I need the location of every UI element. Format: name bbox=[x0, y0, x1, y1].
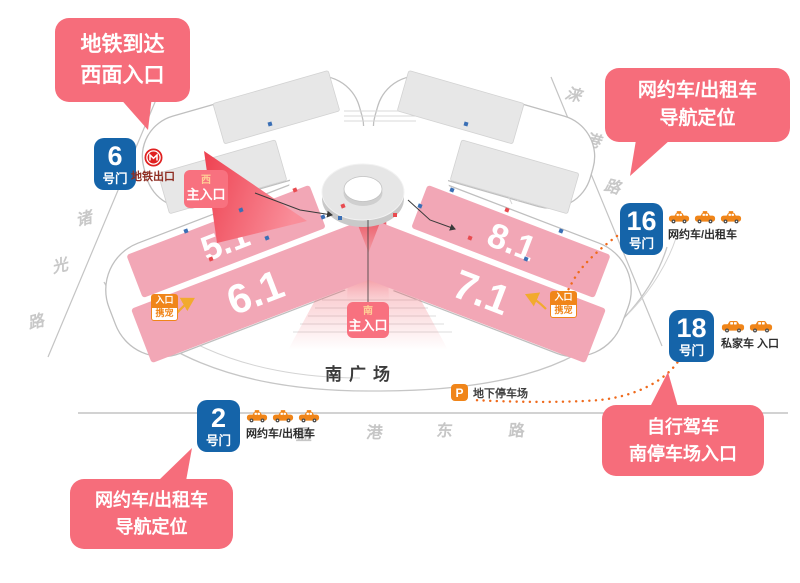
entrance-direction: 南 bbox=[363, 306, 373, 318]
callout-tail bbox=[158, 448, 192, 481]
callout-line: 网约车/出租车 bbox=[94, 490, 208, 510]
gate-2-badge: 2 号门 bbox=[197, 400, 240, 452]
central-ring bbox=[321, 163, 405, 227]
door-markers bbox=[183, 121, 564, 262]
road-label-char: 路 bbox=[602, 176, 624, 198]
gate-number: 16 bbox=[626, 205, 657, 236]
taxi-icon bbox=[694, 211, 716, 224]
road-label-char: 光 bbox=[49, 255, 72, 277]
entrance-label: 主入口 bbox=[348, 318, 388, 334]
metro-exit-label: 地铁出口 bbox=[131, 171, 175, 183]
callout-line: 网约车/出租车 bbox=[637, 79, 758, 101]
north-halls-east bbox=[397, 70, 579, 214]
taxi-icons bbox=[246, 410, 320, 423]
hall-7-1 bbox=[360, 223, 606, 363]
pet-entrance-sign-right: 入口 携宠 bbox=[550, 291, 577, 318]
pet-entrance-line1: 入口 bbox=[550, 291, 577, 304]
car-icons bbox=[721, 320, 779, 333]
private-car-icon bbox=[749, 320, 773, 333]
callout-rideshare-nav-top: 网约车/出租车 导航定位 bbox=[605, 68, 790, 142]
gate-2-note: 网约车/出租车 bbox=[246, 428, 316, 440]
taxi-icon bbox=[720, 211, 742, 224]
parking-label: 地下停车场 bbox=[473, 387, 528, 400]
taxi-icon bbox=[272, 410, 294, 423]
taxi-icon bbox=[668, 211, 690, 224]
taxi-icons bbox=[668, 211, 742, 224]
taxi-icon bbox=[246, 410, 268, 423]
gate-6-badge: 6 号门 bbox=[94, 138, 136, 190]
road-label-char: 涞 bbox=[563, 84, 585, 106]
gate-16-badge: 16 号门 bbox=[620, 203, 663, 255]
underground-parking: P 地下停车场 bbox=[451, 384, 528, 401]
metro-exit: 地铁出口 bbox=[131, 148, 175, 184]
callout-line: 导航定位 bbox=[659, 108, 736, 129]
guide-arrows bbox=[254, 192, 456, 302]
callout-tail bbox=[630, 140, 670, 176]
callout-line: 导航定位 bbox=[115, 517, 188, 537]
pet-entrance-line1: 入口 bbox=[151, 294, 178, 307]
private-car-icon bbox=[721, 320, 745, 333]
callout-line: 自行驾车 bbox=[647, 416, 719, 437]
gate-suffix: 号门 bbox=[678, 343, 704, 358]
callout-line: 南停车场入口 bbox=[629, 443, 737, 464]
west-entrance-triangle bbox=[204, 151, 307, 243]
callout-line: 西面入口 bbox=[80, 64, 165, 87]
road-label-char: 盈 bbox=[294, 426, 313, 444]
gate-16-vehicles: 网约车/出租车 bbox=[668, 211, 742, 242]
entrance-label: 主入口 bbox=[186, 187, 226, 203]
road-label-char: 路 bbox=[26, 311, 48, 333]
callout-rideshare-nav-bottom: 网约车/出租车 导航定位 bbox=[70, 479, 233, 549]
entrance-direction: 西 bbox=[201, 175, 211, 187]
taxi-icon bbox=[298, 410, 320, 423]
south-plaza-label: 南广场 bbox=[325, 365, 397, 384]
road-label-char: 路 bbox=[508, 421, 527, 440]
gate-number: 6 bbox=[107, 140, 123, 171]
callout-self-drive-parking: 自行驾车 南停车场入口 bbox=[602, 405, 764, 476]
gate-18-vehicles: 私家车 入口 bbox=[721, 320, 779, 351]
gate-suffix: 号门 bbox=[102, 171, 128, 186]
hall-8-1 bbox=[412, 185, 610, 298]
gate-16-note: 网约车/出租车 bbox=[668, 229, 738, 241]
callout-metro-west-entrance: 地铁到达 西面入口 bbox=[55, 18, 190, 102]
pet-entrance-sign-left: 入口 携宠 bbox=[151, 294, 178, 321]
road-label-char: 诸 bbox=[74, 208, 97, 230]
pet-entrance-line2: 携宠 bbox=[550, 303, 577, 318]
road-label-char: 东 bbox=[436, 421, 454, 440]
parking-p-icon: P bbox=[451, 384, 468, 401]
west-main-entrance-label: 西 主入口 bbox=[184, 170, 228, 208]
gate-suffix: 号门 bbox=[628, 236, 654, 251]
metro-logo-icon bbox=[144, 148, 162, 167]
gate-2-vehicles: 网约车/出租车 bbox=[246, 410, 320, 441]
callout-tail bbox=[118, 96, 152, 130]
pet-entrance-line2: 携宠 bbox=[151, 306, 178, 321]
callout-tail bbox=[650, 372, 678, 407]
gate-number: 2 bbox=[210, 402, 227, 433]
gate-18-note: 私家车 入口 bbox=[721, 338, 780, 350]
gate-suffix: 号门 bbox=[205, 433, 231, 448]
south-main-entrance-label: 南 主入口 bbox=[347, 302, 389, 338]
gate-18-badge: 18 号门 bbox=[669, 310, 714, 362]
nav-routes bbox=[472, 234, 683, 404]
hall-6-1 bbox=[131, 223, 377, 363]
gate-number: 18 bbox=[676, 312, 707, 343]
road-label-char: 港 bbox=[366, 423, 385, 442]
road-zhuguang: 诸 光 路 bbox=[26, 94, 159, 358]
callout-line: 地铁到达 bbox=[80, 32, 165, 56]
